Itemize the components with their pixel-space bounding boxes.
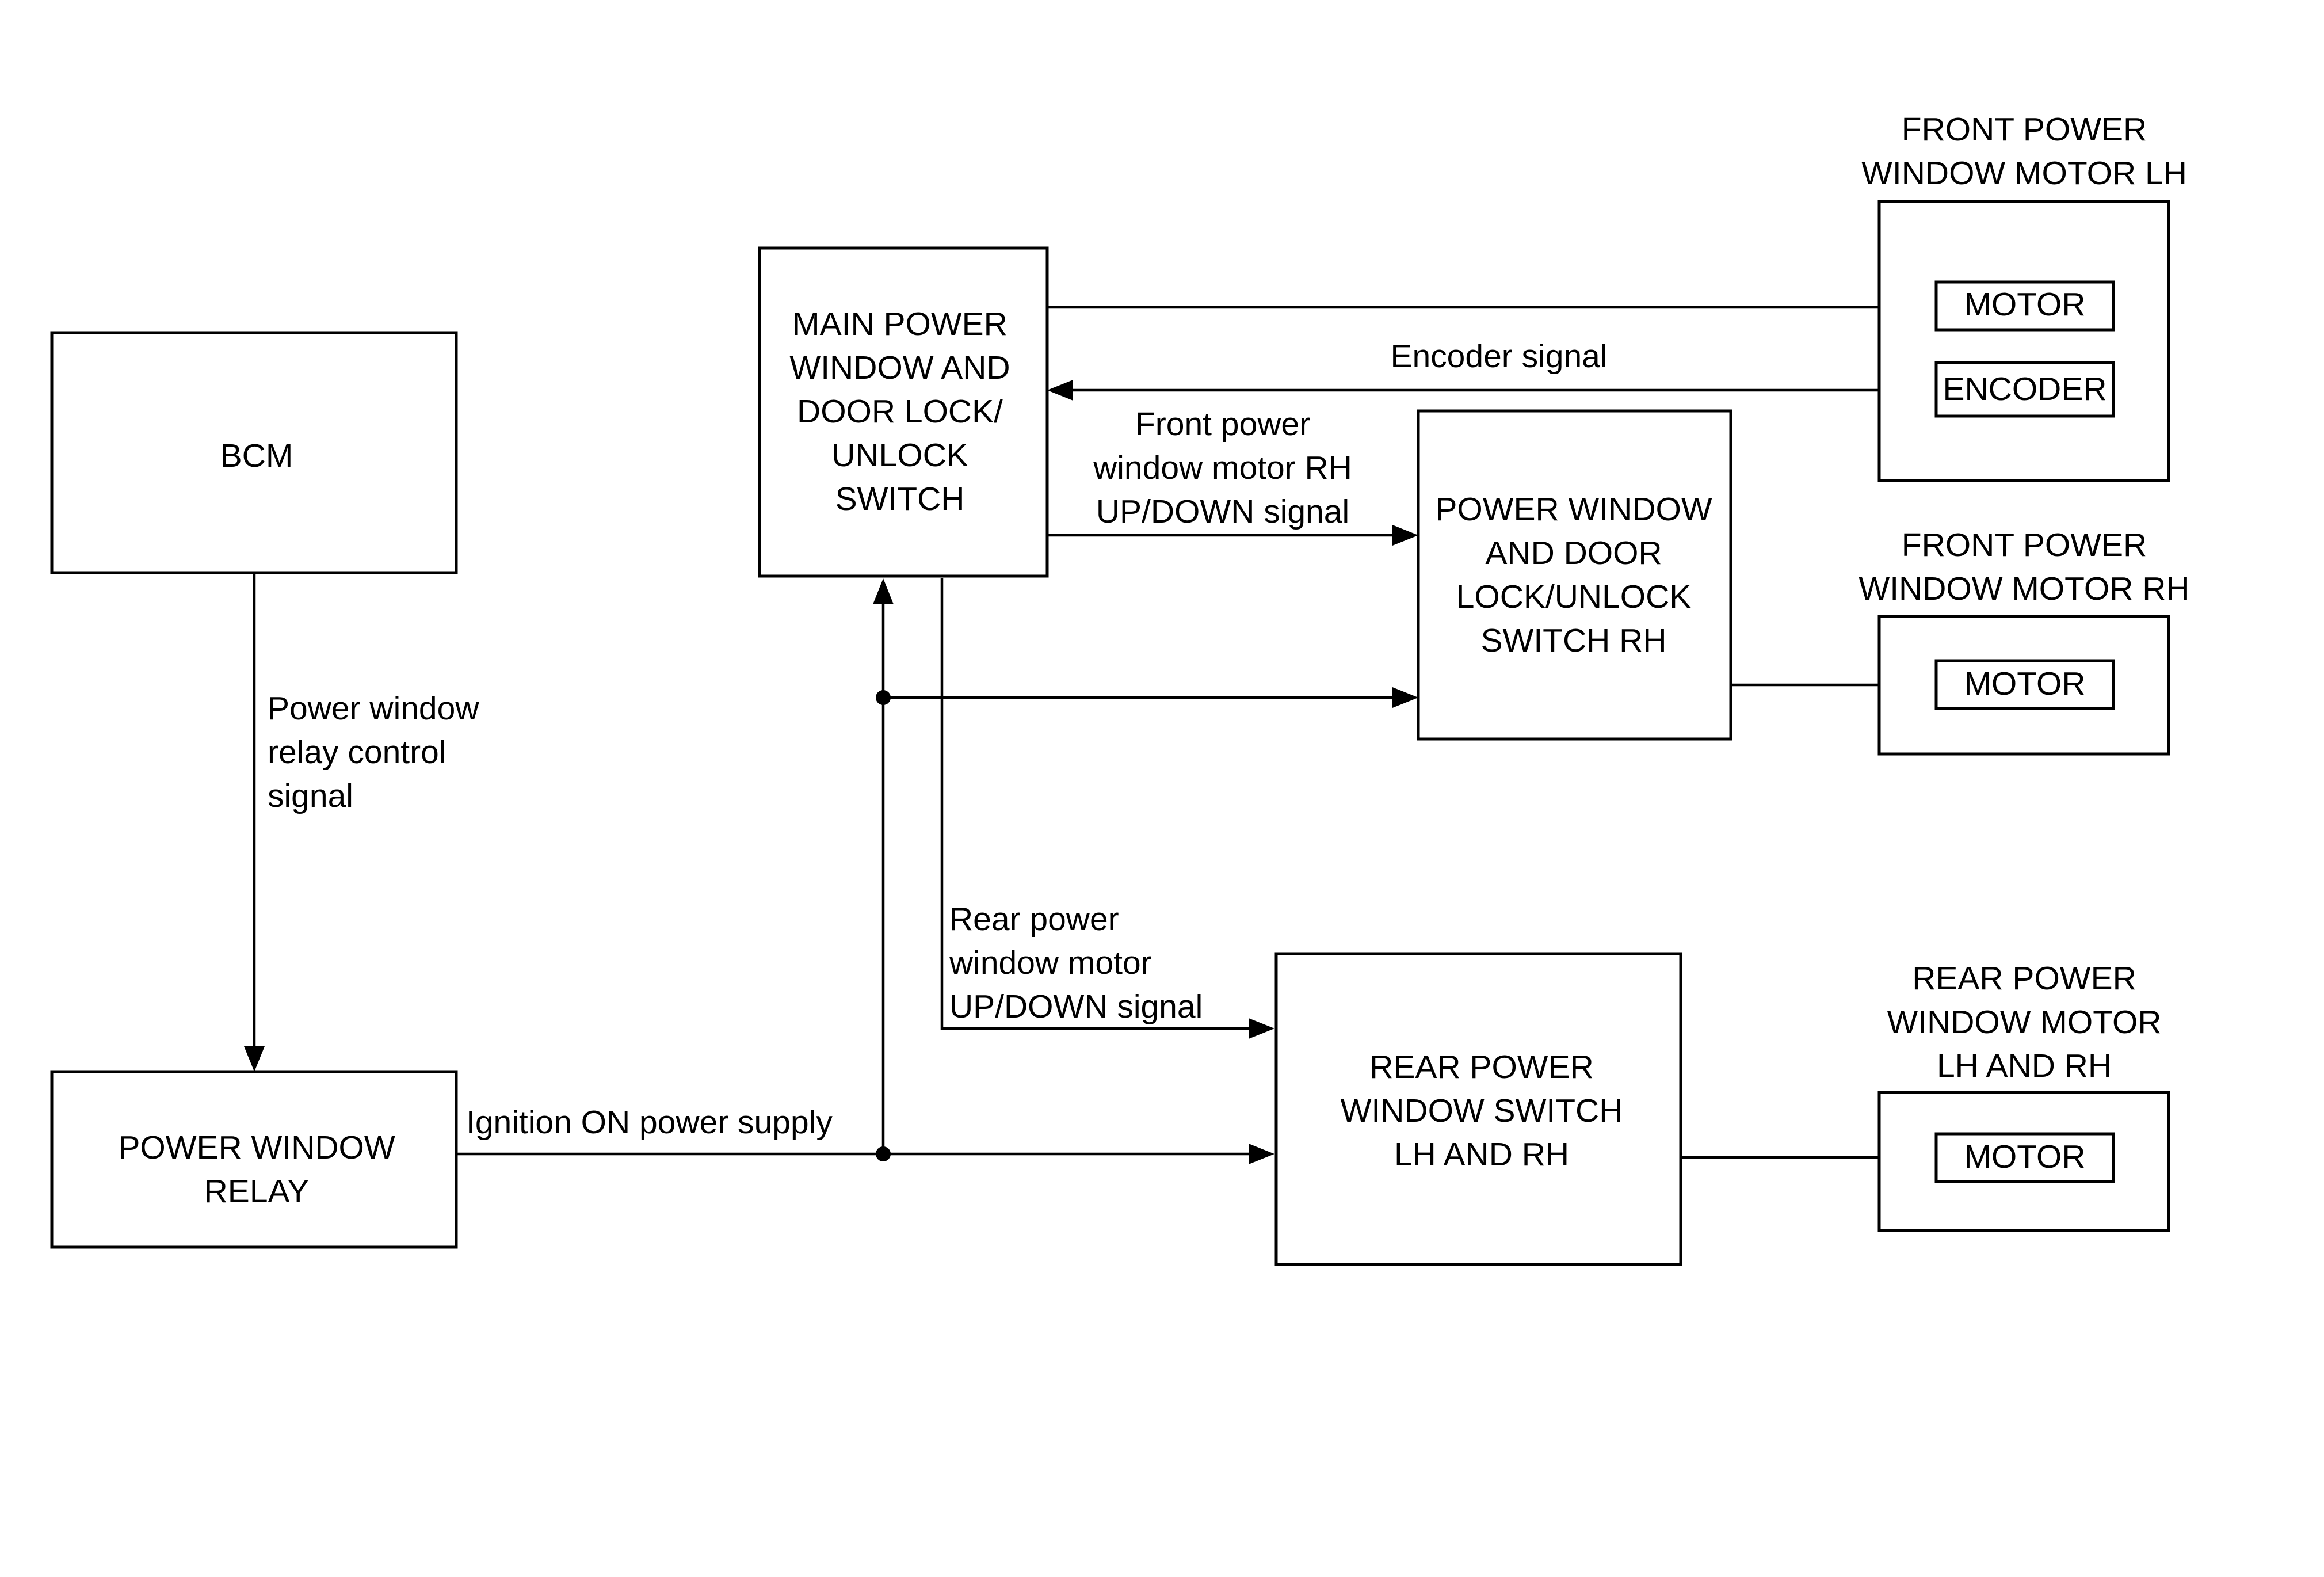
ignition-to-rear-switch-arrowhead bbox=[1249, 1144, 1274, 1164]
front-lh-motor-label: MOTOR bbox=[1964, 286, 2085, 323]
front-lh-motor-box bbox=[1934, 280, 2115, 332]
relay-label-line2: RELAY bbox=[204, 1173, 310, 1210]
relay-control-signal-label-line3: signal bbox=[268, 778, 353, 814]
bcm-label: BCM bbox=[220, 437, 293, 474]
encoder-signal-arrowhead bbox=[1047, 380, 1073, 401]
ignition-supply-label: Ignition ON power supply bbox=[466, 1104, 833, 1141]
encoder-signal-label: Encoder signal bbox=[1390, 338, 1607, 375]
ignition-to-main-switch-arrowhead bbox=[873, 578, 894, 604]
front-lh-title-line2: WINDOW MOTOR LH bbox=[1861, 155, 2187, 192]
front-lh-motor-assembly bbox=[1877, 200, 2170, 482]
main-power-window-switch-block: MAIN POWER WINDOW AND DOOR LOCK/ UNLOCK … bbox=[758, 246, 1049, 578]
relay-control-signal-label-line1: Power window bbox=[268, 690, 479, 727]
relay-control-arrowhead bbox=[244, 1046, 265, 1072]
front-rh-signal-label-line2: window motor RH bbox=[1093, 450, 1352, 486]
rear-switch-label-line2: WINDOW SWITCH bbox=[1341, 1092, 1623, 1129]
rear-motor-title-line3: LH AND RH bbox=[1937, 1047, 2112, 1084]
rear-motor-box bbox=[1934, 1132, 2115, 1183]
rear-motor-group: REAR POWER WINDOW MOTOR LH AND RH MOTOR bbox=[1877, 960, 2170, 1232]
front-lh-encoder-label: ENCODER bbox=[1943, 371, 2107, 407]
main-switch-label-line2: WINDOW AND bbox=[789, 349, 1010, 386]
front-rh-motor-group: FRONT POWER WINDOW MOTOR RH MOTOR bbox=[1859, 527, 2190, 756]
power-window-relay-block: POWER WINDOW RELAY bbox=[50, 1070, 458, 1249]
rear-signal-label-line3: UP/DOWN signal bbox=[949, 988, 1203, 1025]
rear-signal-label-line1: Rear power bbox=[949, 901, 1119, 938]
front-rh-title-line2: WINDOW MOTOR RH bbox=[1859, 570, 2189, 607]
main-switch-label-line3: DOOR LOCK/ bbox=[797, 393, 1003, 430]
main-switch-label-line4: UNLOCK bbox=[831, 437, 968, 474]
rh-switch-label-line3: LOCK/UNLOCK bbox=[1456, 578, 1692, 615]
front-lh-title-line1: FRONT POWER bbox=[1902, 111, 2147, 148]
front-rh-signal-arrowhead bbox=[1392, 525, 1418, 546]
main-switch-label-line1: MAIN POWER bbox=[792, 306, 1008, 342]
bcm-block: BCM bbox=[50, 331, 458, 574]
front-rh-signal-label-line3: UP/DOWN signal bbox=[1096, 493, 1349, 530]
front-lh-encoder-box bbox=[1934, 361, 2115, 418]
rh-switch-label-line1: POWER WINDOW bbox=[1435, 491, 1712, 528]
junction-dot-upper bbox=[876, 690, 891, 705]
rear-signal-label-line2: window motor bbox=[949, 944, 1152, 981]
rear-motor-label: MOTOR bbox=[1964, 1138, 2085, 1175]
relay-control-signal-label-line2: relay control bbox=[268, 734, 446, 771]
junction-dot-lower bbox=[876, 1146, 891, 1161]
front-rh-title-line1: FRONT POWER bbox=[1902, 527, 2147, 563]
relay-label-line1: POWER WINDOW bbox=[118, 1129, 395, 1166]
rear-signal-line bbox=[940, 578, 1254, 1030]
rear-motor-title-line1: REAR POWER bbox=[1912, 960, 2136, 997]
rh-power-window-switch-block: POWER WINDOW AND DOOR LOCK/UNLOCK SWITCH… bbox=[1417, 409, 1732, 741]
front-rh-motor-box bbox=[1934, 659, 2115, 710]
rear-motor-title-line2: WINDOW MOTOR bbox=[1887, 1004, 2161, 1041]
rear-switch-label-line3: LH AND RH bbox=[1394, 1136, 1569, 1173]
front-lh-motor-group: FRONT POWER WINDOW MOTOR LH MOTOR ENCODE… bbox=[1861, 111, 2187, 482]
front-rh-motor-label: MOTOR bbox=[1964, 665, 2085, 702]
main-switch-label-line5: SWITCH bbox=[835, 481, 965, 517]
ignition-to-rh-switch-arrowhead bbox=[1392, 687, 1418, 708]
front-rh-signal-label-line1: Front power bbox=[1135, 406, 1310, 443]
rh-switch-label-line4: SWITCH RH bbox=[1481, 622, 1667, 659]
rear-signal-arrowhead bbox=[1249, 1018, 1274, 1039]
rh-switch-label-line2: AND DOOR bbox=[1485, 535, 1662, 572]
rear-power-window-switch-block: REAR POWER WINDOW SWITCH LH AND RH bbox=[1274, 952, 1682, 1266]
rear-switch-label-line1: REAR POWER bbox=[1369, 1049, 1594, 1085]
